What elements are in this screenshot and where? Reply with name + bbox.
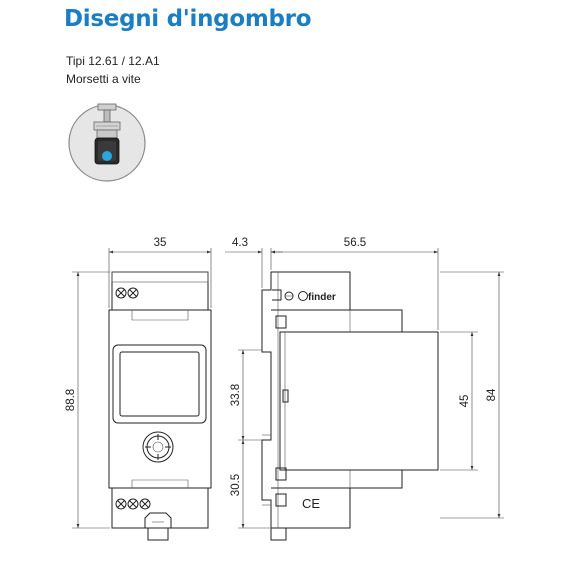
side-view: finder CE	[261, 271, 439, 541]
subtitle-types: Tipi 12.61 / 12.A1	[66, 54, 160, 68]
page-title: Disegni d'ingombro	[64, 6, 312, 32]
adjustment-knob	[142, 431, 174, 463]
dim-total-height: 84	[486, 388, 498, 401]
dim-lower-height: 30.5	[230, 474, 242, 496]
ce-mark: CE	[302, 496, 320, 511]
dim-side-offset: 4.3	[232, 237, 248, 249]
dim-module-height: 45	[459, 395, 471, 408]
brand-label: finder	[308, 292, 336, 303]
dim-upper-height: 33.8	[230, 384, 242, 406]
dimensions: 35 4.3 56.5 88.8 33.8 30.5 45 84	[65, 237, 504, 529]
finder-logo: finder	[298, 291, 336, 303]
bottom-screws	[115, 498, 151, 510]
top-screw-left	[115, 287, 127, 299]
screw-terminal-icon	[68, 103, 146, 182]
dim-side-depth: 56.5	[344, 237, 366, 249]
dim-front-width: 35	[154, 237, 167, 249]
front-view	[108, 271, 212, 541]
dim-front-height: 88.8	[65, 389, 77, 411]
subtitle-terminals: Morsetti a vite	[66, 72, 141, 86]
top-screw-right	[127, 287, 139, 299]
